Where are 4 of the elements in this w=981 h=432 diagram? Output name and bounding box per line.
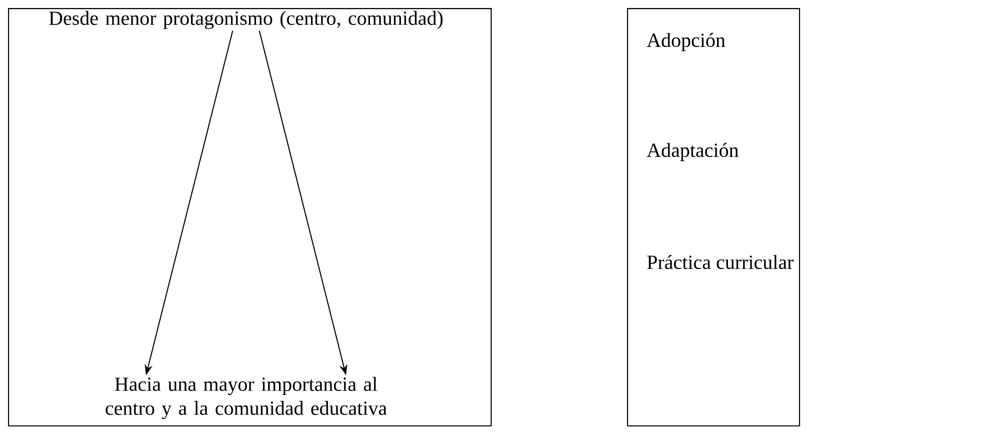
- frame-box: [8, 8, 492, 426]
- text-box: Adopción Adaptación Práctica curricular: [627, 8, 800, 426]
- text-label: Desde menor protagonismo (centro, comunidad): [49, 10, 443, 30]
- text-label: Hacia una mayor importancia al centro y a la comunidad educativa: [106, 376, 387, 420]
